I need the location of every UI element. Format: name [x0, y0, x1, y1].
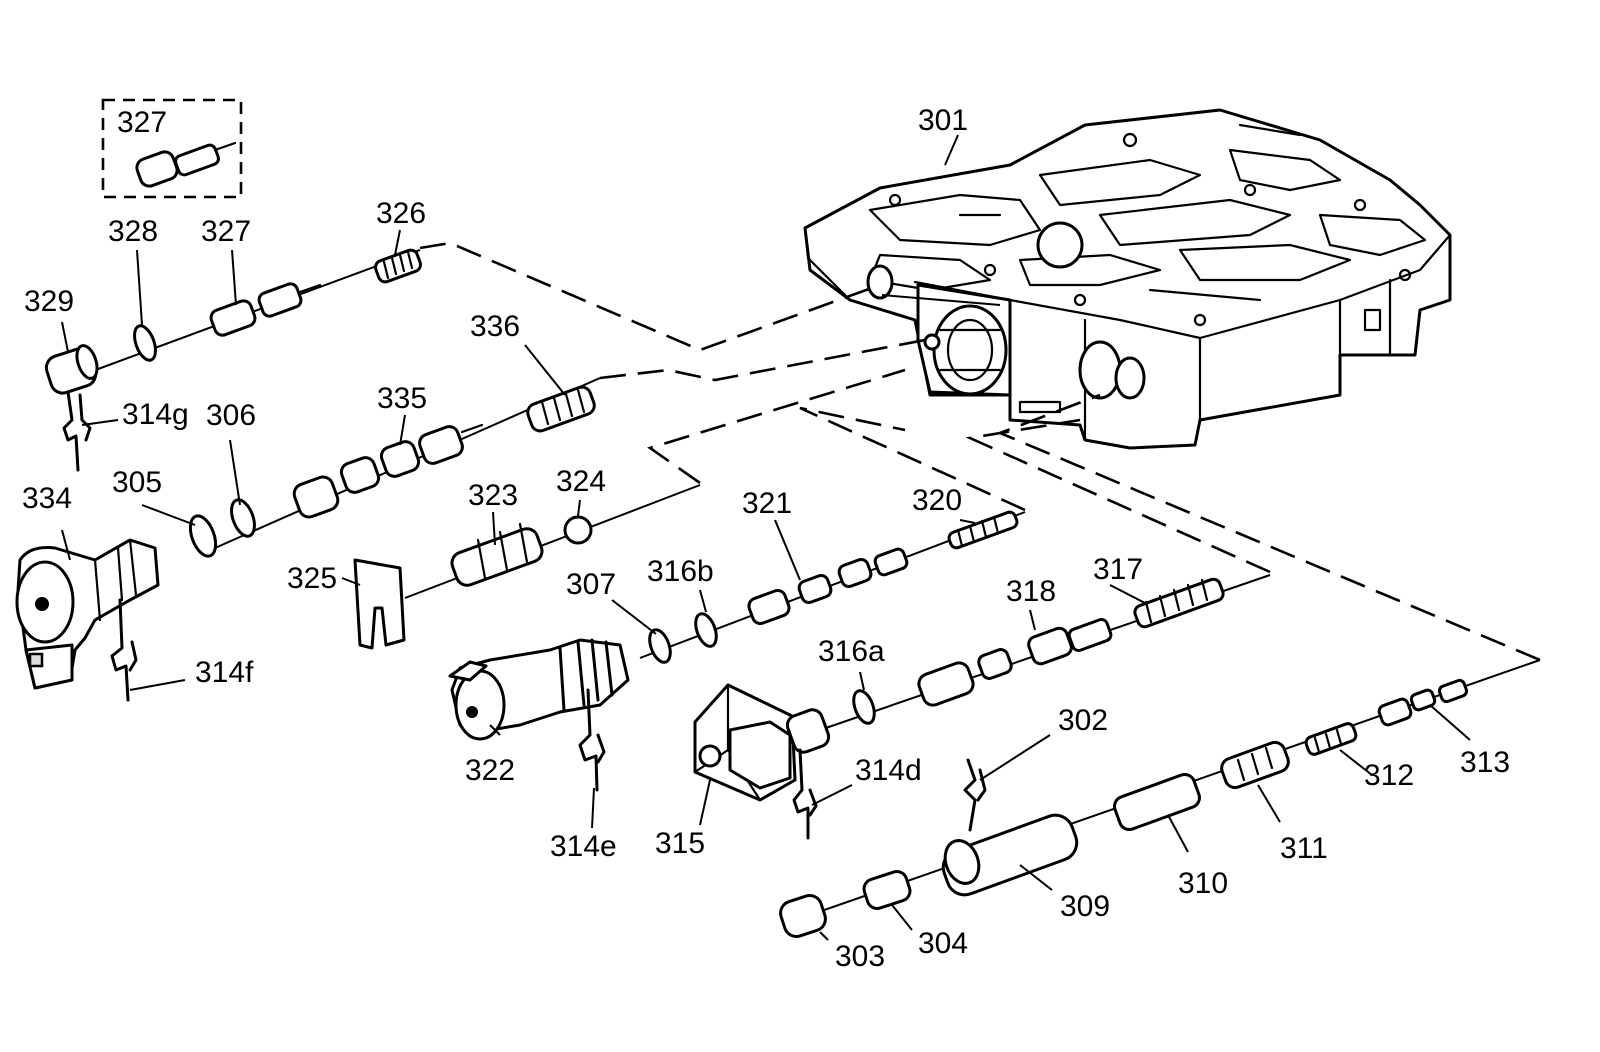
callout-336: 336 [470, 310, 520, 343]
valve-327-alternate [135, 141, 237, 188]
seal-ring-307 [648, 628, 672, 664]
retainer-clip-302 [963, 758, 987, 832]
callout-317: 317 [1093, 553, 1143, 586]
retainer-clip-314d [792, 748, 818, 840]
solenoid-315 [693, 683, 831, 802]
callout-313: 313 [1460, 746, 1510, 779]
callout-328: 328 [108, 215, 158, 248]
callout-318: 318 [1006, 575, 1056, 608]
callout-314f: 314f [195, 656, 254, 689]
callout-316a: 316a [818, 635, 885, 668]
seal-ring-316b [694, 612, 718, 648]
callout-312: 312 [1364, 759, 1414, 792]
retainer-clip-314f [110, 598, 138, 702]
callout-316b: 316b [647, 555, 714, 588]
callout-302: 302 [1058, 704, 1108, 737]
retainer-325 [353, 558, 406, 650]
callout-327-inset: 327 [117, 106, 167, 139]
callout-305: 305 [112, 466, 162, 499]
callout-320: 320 [912, 484, 962, 517]
retainer-clip-314g [62, 390, 92, 472]
alternate-part-inset-box [101, 98, 243, 199]
callout-314g: 314g [122, 398, 189, 431]
retainer-clip-314e [578, 688, 606, 792]
callout-303: 303 [835, 940, 885, 973]
spring-320 [947, 510, 1019, 550]
callout-322: 322 [465, 754, 515, 787]
valve-310 [1113, 772, 1201, 832]
valve-body-301 [803, 108, 1452, 450]
assembly-path-lines [419, 241, 1541, 662]
callout-315: 315 [655, 827, 705, 860]
callout-310: 310 [1178, 867, 1228, 900]
plug-329 [44, 344, 99, 395]
callout-321: 321 [742, 487, 792, 520]
spring-317 [1133, 577, 1225, 629]
leader-lines [61, 134, 1471, 941]
callout-314e: 314e [550, 830, 617, 863]
callout-324: 324 [556, 465, 606, 498]
seal-ring-305 [188, 514, 218, 558]
spring-336 [526, 385, 596, 433]
callout-304: 304 [918, 927, 968, 960]
seal-ring-328 [133, 324, 157, 362]
valve-323 [450, 522, 544, 587]
callout-314d: 314d [855, 754, 922, 787]
plug-303 [779, 894, 827, 938]
callout-301: 301 [918, 104, 968, 137]
valve-311 [1220, 740, 1290, 790]
valve-321 [747, 547, 909, 625]
seal-ring-316a [852, 689, 876, 725]
valve-327 [209, 282, 322, 337]
valve-335 [292, 423, 484, 519]
spring-326 [374, 248, 422, 284]
callout-306: 306 [206, 399, 256, 432]
spring-312 [1304, 722, 1358, 756]
sleeve-309 [941, 813, 1079, 897]
callout-335: 335 [377, 382, 427, 415]
valve-313 [1377, 678, 1469, 727]
valve-318 [917, 618, 1113, 707]
callout-labels: 301 302 303 304 305 306 307 309 310 311 … [22, 104, 1510, 973]
callout-307: 307 [566, 568, 616, 601]
bushing-304 [862, 870, 912, 910]
callout-323: 323 [468, 479, 518, 512]
solenoid-334 [15, 538, 160, 690]
callout-334: 334 [22, 482, 72, 515]
callout-325: 325 [287, 562, 337, 595]
callout-309: 309 [1060, 890, 1110, 923]
seal-ring-306 [230, 498, 256, 538]
solenoid-322 [448, 638, 630, 741]
check-ball-324 [563, 515, 593, 545]
callout-326: 326 [376, 197, 426, 230]
callout-311: 311 [1280, 832, 1328, 865]
callout-327: 327 [201, 215, 251, 248]
callout-329: 329 [24, 285, 74, 318]
